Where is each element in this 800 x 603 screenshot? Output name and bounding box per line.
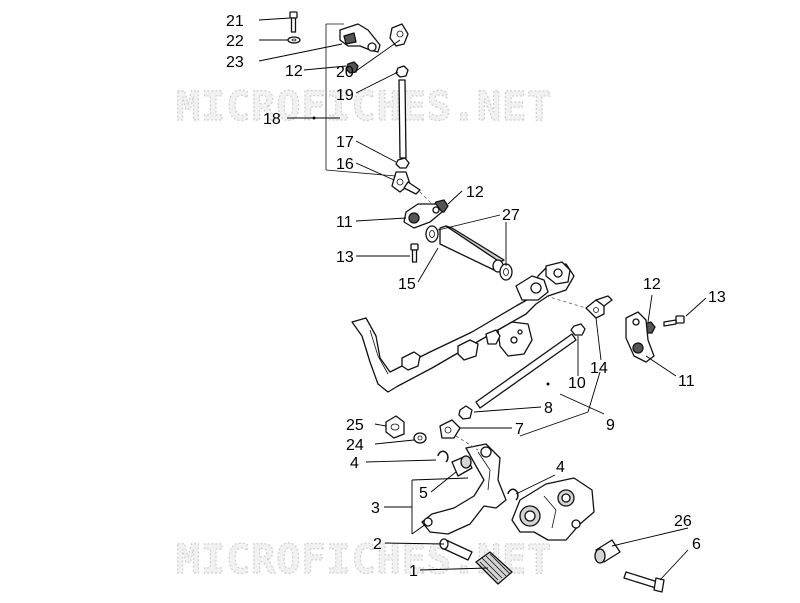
part-washer-27-right bbox=[499, 263, 513, 281]
callout-23: 23 bbox=[226, 54, 244, 71]
part-bolt-6 bbox=[623, 571, 665, 593]
part-nut-19 bbox=[395, 65, 409, 78]
part-ball-joint-16 bbox=[391, 171, 421, 195]
part-pedal-rubber-1 bbox=[475, 551, 513, 585]
part-footrest-bracket bbox=[511, 477, 595, 541]
callout-12-right: 12 bbox=[643, 276, 661, 293]
part-bushing-26 bbox=[594, 539, 621, 564]
part-circlip-4-left bbox=[437, 450, 449, 463]
callout-13-left: 13 bbox=[336, 249, 354, 266]
callout-13-right: 13 bbox=[708, 289, 726, 306]
part-ball-joint-7 bbox=[439, 419, 461, 439]
part-bushing-5 bbox=[451, 455, 473, 477]
part-circlip-4-right bbox=[507, 488, 519, 501]
part-bolt-13-left bbox=[410, 243, 419, 263]
callout-15: 15 bbox=[398, 276, 416, 293]
part-lever-23 bbox=[339, 23, 381, 53]
part-nut-17 bbox=[395, 157, 410, 169]
callout-6: 6 bbox=[692, 536, 701, 553]
callout-19: 19 bbox=[336, 87, 354, 104]
callout-22: 22 bbox=[226, 33, 244, 50]
part-linkage-rod-9 bbox=[475, 333, 577, 409]
part-lever-11-lower bbox=[625, 311, 655, 363]
callout-14: 14 bbox=[590, 360, 608, 377]
part-bolt-13-right bbox=[663, 315, 685, 327]
part-screw-21 bbox=[289, 11, 298, 33]
callout-20: 20 bbox=[336, 64, 354, 81]
callout-17: 17 bbox=[336, 134, 354, 151]
callout-8: 8 bbox=[544, 400, 553, 417]
part-washer-27-left bbox=[425, 225, 439, 243]
callout-26: 26 bbox=[674, 513, 692, 530]
part-shaft-15 bbox=[439, 225, 505, 273]
part-pin-2 bbox=[439, 538, 473, 561]
callout-9: 9 bbox=[606, 417, 615, 434]
part-frame bbox=[351, 261, 575, 393]
part-lever-11-upper bbox=[403, 203, 443, 229]
part-nut-12-top bbox=[345, 61, 359, 74]
leader-lines bbox=[258, 17, 707, 581]
callout-10: 10 bbox=[568, 375, 586, 392]
callout-25: 25 bbox=[346, 417, 364, 434]
callout-11-lower: 11 bbox=[678, 373, 695, 390]
part-ball-joint-20 bbox=[389, 23, 409, 47]
callout-1: 1 bbox=[409, 563, 418, 580]
callout-18: 18 bbox=[263, 111, 281, 128]
part-shift-lever-3 bbox=[421, 443, 507, 535]
watermark-top: MICROFICHES.NET bbox=[176, 84, 552, 130]
callout-7: 7 bbox=[515, 421, 524, 438]
part-nut-25 bbox=[385, 415, 405, 439]
callout-24: 24 bbox=[346, 437, 364, 454]
part-rod-18 bbox=[398, 79, 407, 159]
part-nut-10 bbox=[570, 323, 586, 336]
part-ball-joint-14 bbox=[585, 295, 613, 319]
part-nut-8 bbox=[458, 405, 473, 420]
callout-4-right: 4 bbox=[556, 459, 565, 476]
callout-12-mid: 12 bbox=[466, 184, 484, 201]
callout-27: 27 bbox=[502, 207, 520, 224]
callout-12-top: 12 bbox=[285, 63, 303, 80]
callout-2: 2 bbox=[373, 536, 382, 553]
part-washer-22 bbox=[287, 36, 301, 44]
callout-16: 16 bbox=[336, 156, 354, 173]
callout-5: 5 bbox=[419, 485, 428, 502]
callout-11-upper: 11 bbox=[336, 214, 353, 231]
part-washer-24 bbox=[413, 432, 427, 444]
callout-3: 3 bbox=[371, 500, 380, 517]
callout-21: 21 bbox=[226, 13, 244, 30]
callout-4-left: 4 bbox=[350, 455, 359, 472]
